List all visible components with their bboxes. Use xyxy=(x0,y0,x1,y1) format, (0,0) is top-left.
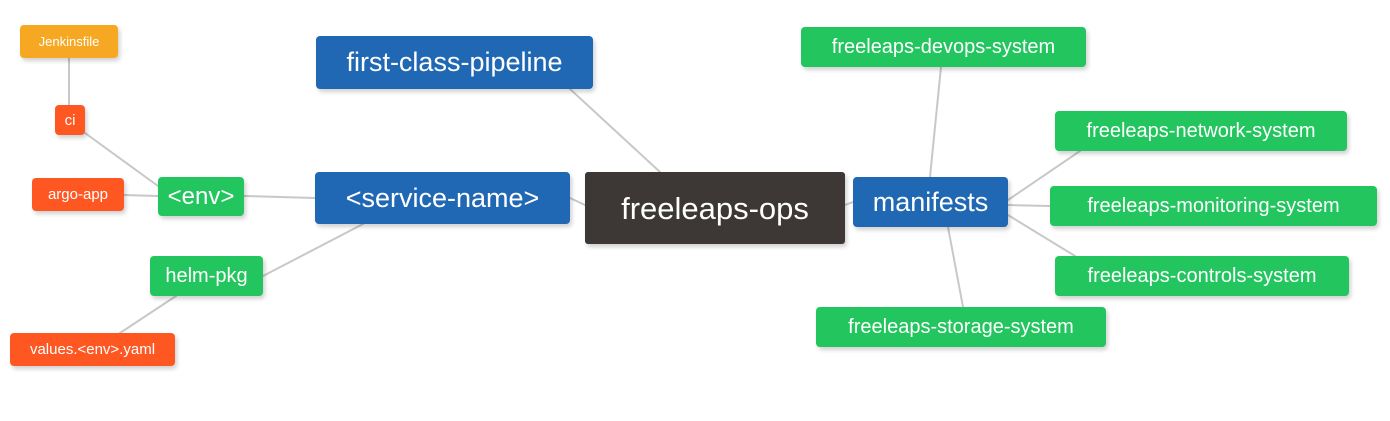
edge-manifests-to-freeleaps-storage-system xyxy=(947,226,964,308)
node-helm-pkg[interactable]: helm-pkg xyxy=(150,256,263,296)
node-label-env: <env> xyxy=(167,182,235,210)
node-manifests[interactable]: manifests xyxy=(853,177,1008,227)
edge-manifests-to-freeleaps-devops-system xyxy=(929,66,942,178)
node-label-ci: ci xyxy=(64,111,76,129)
node-label-first-class-pipeline: first-class-pipeline xyxy=(346,47,563,77)
edge-helm-pkg-to-values-env-yaml xyxy=(119,295,177,334)
node-label-service-name: <service-name> xyxy=(345,182,540,213)
node-first-class-pipeline[interactable]: first-class-pipeline xyxy=(316,36,593,89)
node-label-jenkinsfile: Jenkinsfile xyxy=(38,34,100,49)
node-label-freeleaps-ops: freeleaps-ops xyxy=(621,190,809,226)
node-label-argo-app: argo-app xyxy=(47,186,109,203)
node-label-helm-pkg: helm-pkg xyxy=(165,265,248,287)
edge-service-name-to-helm-pkg xyxy=(262,223,364,277)
node-values-env-yaml[interactable]: values.<env>.yaml xyxy=(10,333,175,366)
node-label-freeleaps-controls-system: freeleaps-controls-system xyxy=(1087,265,1317,287)
node-ci[interactable]: ci xyxy=(55,105,85,135)
edge-freeleaps-ops-to-manifests xyxy=(844,201,854,206)
node-label-freeleaps-network-system: freeleaps-network-system xyxy=(1086,120,1316,142)
edge-env-to-argo-app xyxy=(123,194,159,197)
node-label-freeleaps-monitoring-system: freeleaps-monitoring-system xyxy=(1087,195,1340,217)
node-label-values-env-yaml: values.<env>.yaml xyxy=(29,341,156,358)
node-freeleaps-controls-system[interactable]: freeleaps-controls-system xyxy=(1055,256,1349,296)
edge-first-class-pipeline-to-freeleaps-ops xyxy=(569,88,661,173)
edge-manifests-to-freeleaps-monitoring-system xyxy=(1007,204,1051,207)
node-freeleaps-monitoring-system[interactable]: freeleaps-monitoring-system xyxy=(1050,186,1377,226)
node-label-freeleaps-storage-system: freeleaps-storage-system xyxy=(848,316,1074,338)
node-service-name[interactable]: <service-name> xyxy=(315,172,570,224)
node-freeleaps-storage-system[interactable]: freeleaps-storage-system xyxy=(816,307,1106,347)
node-freeleaps-devops-system[interactable]: freeleaps-devops-system xyxy=(801,27,1086,67)
node-label-freeleaps-devops-system: freeleaps-devops-system xyxy=(831,36,1056,58)
node-freeleaps-ops[interactable]: freeleaps-ops xyxy=(585,172,845,244)
node-freeleaps-network-system[interactable]: freeleaps-network-system xyxy=(1055,111,1347,151)
node-argo-app[interactable]: argo-app xyxy=(32,178,124,211)
edge-service-name-to-env xyxy=(243,195,316,199)
node-label-manifests: manifests xyxy=(872,186,989,217)
node-env[interactable]: <env> xyxy=(158,177,244,216)
node-jenkinsfile[interactable]: Jenkinsfile xyxy=(20,25,118,58)
edge-freeleaps-ops-to-service-name xyxy=(569,197,586,206)
